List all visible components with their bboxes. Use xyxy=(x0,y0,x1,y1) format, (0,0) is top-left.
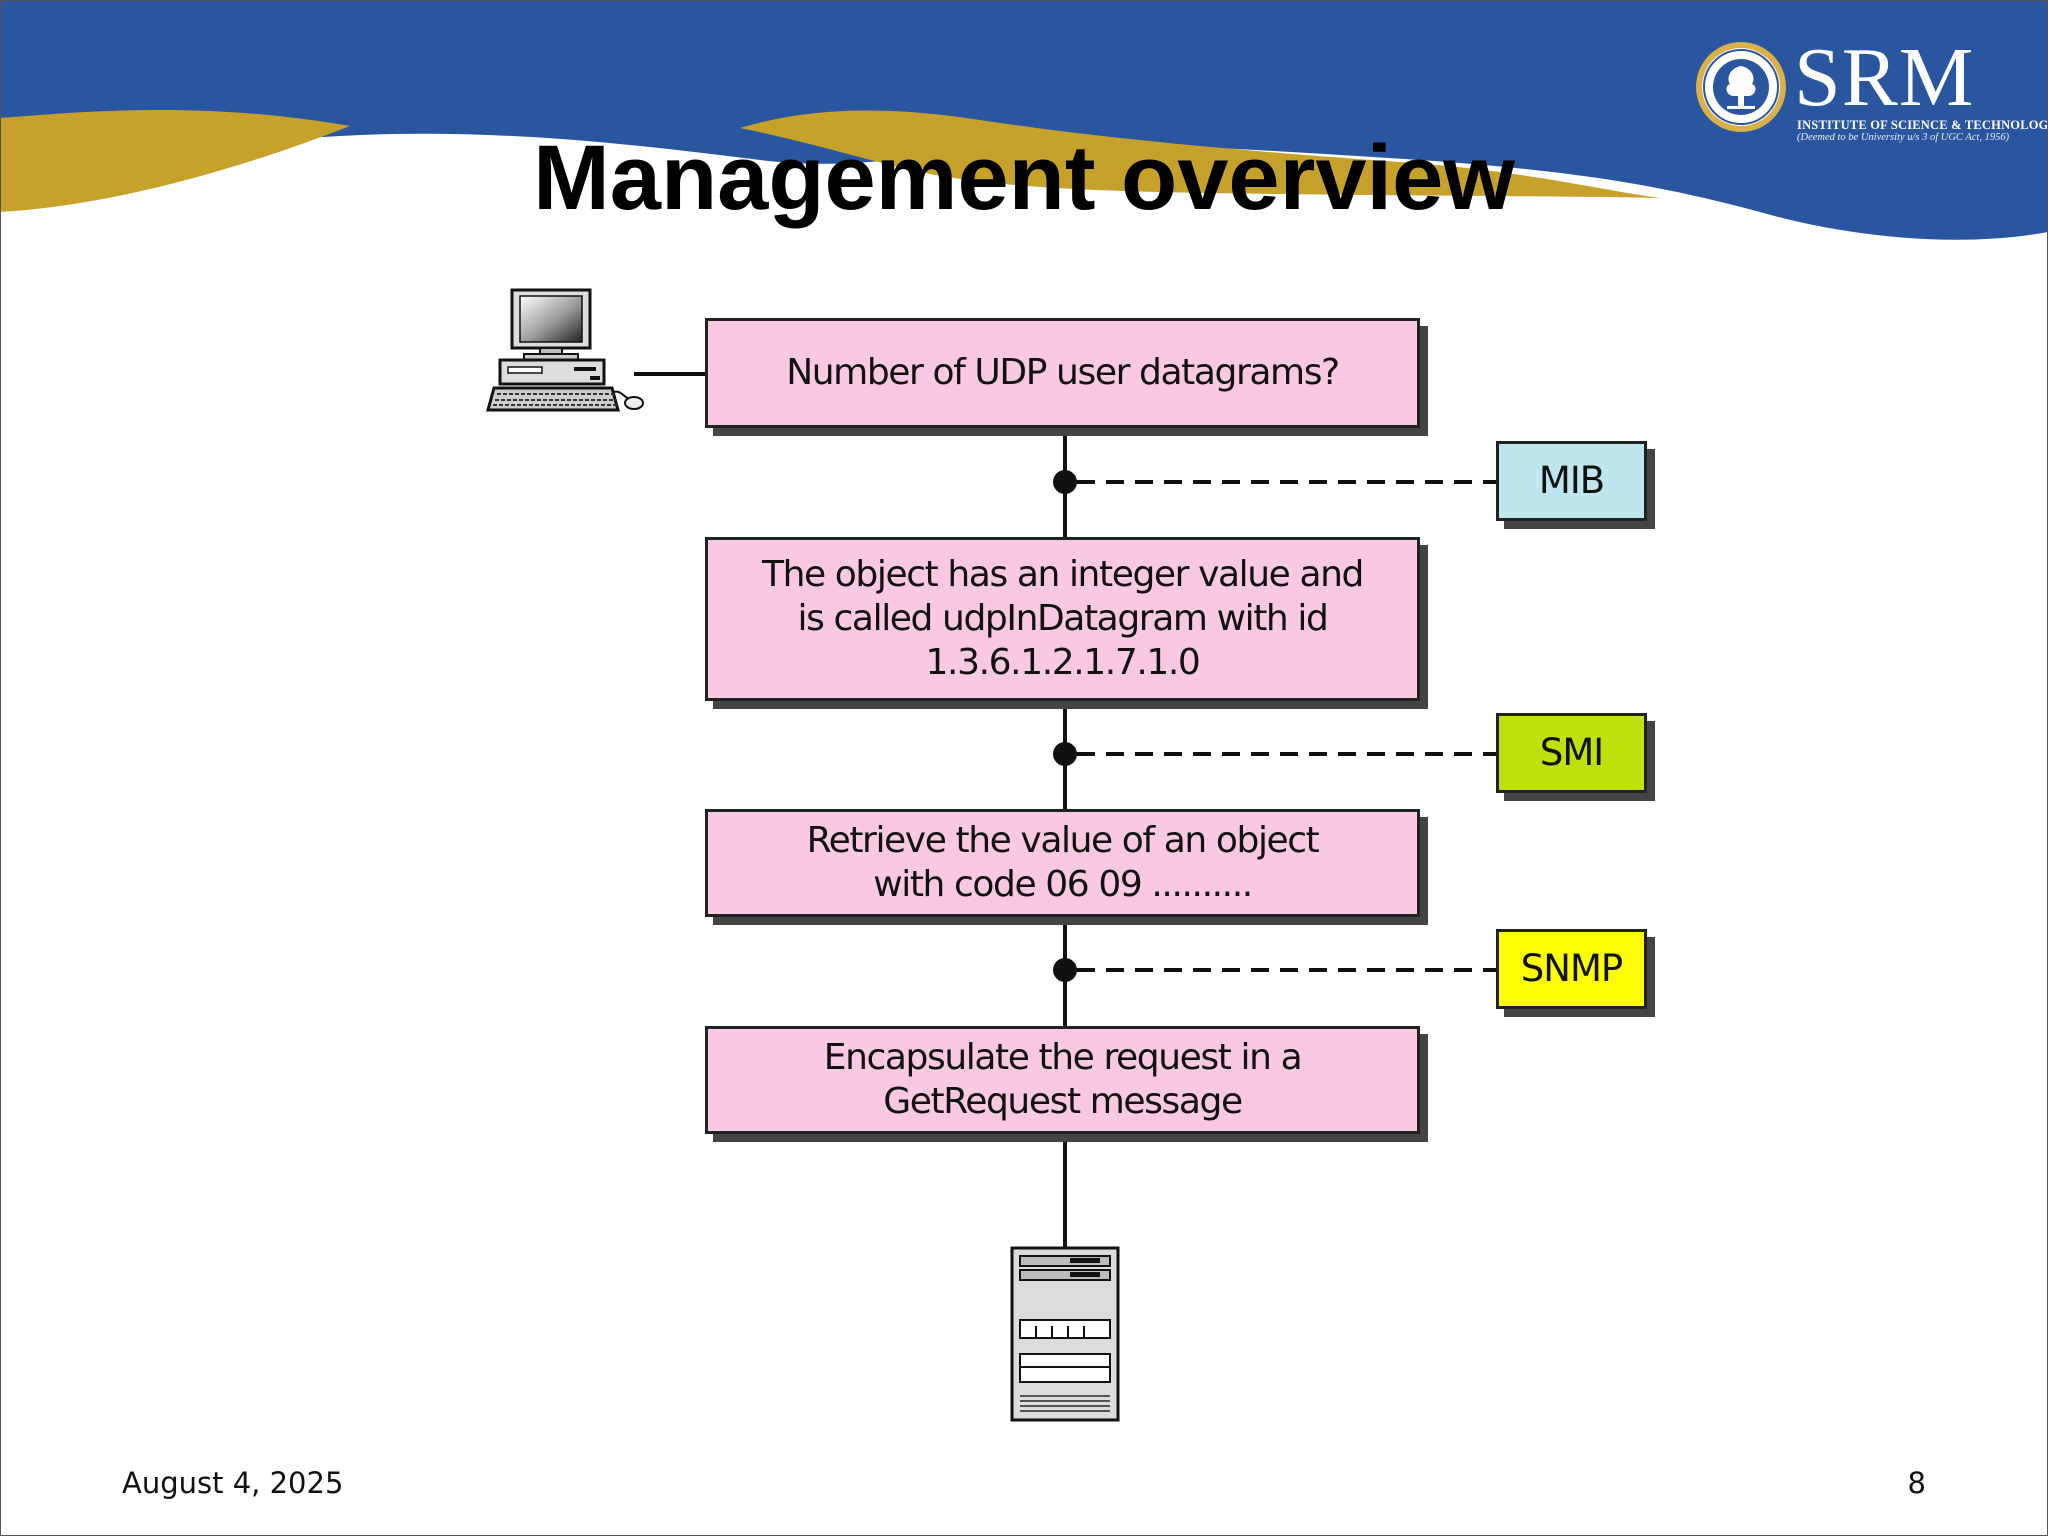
component-label: MIB xyxy=(1538,459,1605,503)
step-text: Encapsulate the request in a GetRequest … xyxy=(823,1037,1303,1122)
snmp-label-box: SNMP xyxy=(1496,929,1647,1009)
page-number: 8 xyxy=(1907,1466,1926,1500)
mib-label-box: MIB xyxy=(1496,441,1647,521)
step-text: Number of UDP user datagrams? xyxy=(786,352,1340,394)
component-label: SMI xyxy=(1539,731,1604,775)
logo-subtitle: INSTITUTE OF SCIENCE & TECHNOLOGY xyxy=(1797,118,2048,132)
footer-date: August 4, 2025 xyxy=(122,1466,344,1500)
step-box-encapsulate: Encapsulate the request in a GetRequest … xyxy=(705,1026,1420,1134)
page-title: Management overview xyxy=(533,127,1515,229)
srm-logo: SRM INSTITUTE OF SCIENCE & TECHNOLOGY (D… xyxy=(1690,31,2048,146)
component-label: SNMP xyxy=(1520,947,1623,991)
step-box-object-identification: The object has an integer value and is c… xyxy=(705,537,1420,701)
junction-dot xyxy=(1053,742,1077,766)
desktop-computer-icon xyxy=(486,288,644,412)
logo-note: (Deemed to be University u/s 3 of UGC Ac… xyxy=(1797,132,2010,143)
smi-label-box: SMI xyxy=(1496,713,1647,793)
step-box-retrieve-value: Retrieve the value of an object with cod… xyxy=(705,809,1420,917)
header-wave-background xyxy=(0,0,2048,240)
step-box-request: Number of UDP user datagrams? xyxy=(705,318,1420,428)
university-seal-icon xyxy=(1696,42,1786,132)
junction-dot xyxy=(1053,958,1077,982)
junction-dot xyxy=(1053,470,1077,494)
step-text: Retrieve the value of an object with cod… xyxy=(806,820,1320,905)
logo-wordmark: SRM xyxy=(1794,31,1975,124)
step-text: The object has an integer value and is c… xyxy=(761,554,1364,683)
server-tower-icon xyxy=(1010,1246,1120,1422)
